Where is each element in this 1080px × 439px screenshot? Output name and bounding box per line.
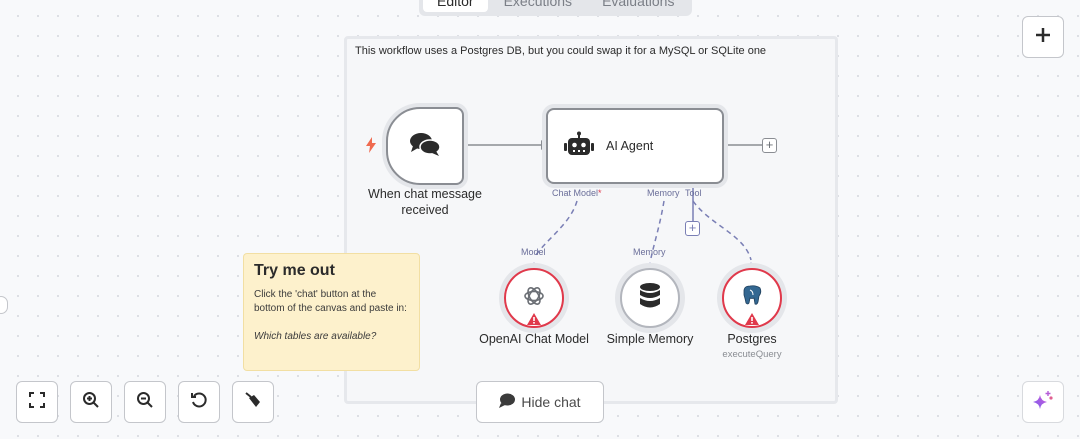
node-ai-agent[interactable]: AI Agent: [546, 108, 724, 184]
node-postgres-subtitle: executeQuery: [722, 349, 782, 360]
view-tabs: Editor Executions Evaluations: [419, 0, 693, 16]
sparkle-icon: [1032, 389, 1054, 416]
sticky-note-main[interactable]: This workflow uses a Postgres DB, but yo…: [344, 36, 838, 404]
required-marker: *: [598, 188, 602, 198]
robot-icon: [564, 131, 594, 162]
node-chat-trigger[interactable]: [386, 107, 464, 185]
chat-bubbles-icon: [409, 131, 441, 162]
reset-zoom-button[interactable]: [178, 381, 220, 423]
zoom-in-button[interactable]: [70, 381, 112, 423]
warning-icon: [745, 312, 759, 330]
chat-bubble-icon: [499, 393, 516, 411]
database-icon: [639, 282, 661, 314]
add-node-button[interactable]: [1022, 16, 1064, 58]
node-ai-agent-label: AI Agent: [606, 139, 654, 153]
sticky-try-example: Which tables are available?: [254, 331, 377, 342]
node-postgres[interactable]: [722, 268, 782, 328]
tab-executions[interactable]: Executions: [503, 0, 573, 9]
node-simple-memory[interactable]: [620, 268, 680, 328]
port-label-tool: Tool: [685, 188, 702, 198]
undo-arrow-icon: [190, 391, 208, 414]
port-label-memory: Memory: [647, 188, 680, 198]
fit-view-icon: [29, 391, 45, 413]
add-tool-button[interactable]: +: [685, 221, 700, 236]
port-label-memory-in: Memory: [633, 247, 666, 257]
port-label-chat-model: Chat Model*: [552, 188, 602, 198]
sticky-try-title: Try me out: [254, 262, 335, 279]
tab-editor[interactable]: Editor: [423, 0, 488, 12]
hide-chat-button[interactable]: Hide chat: [476, 381, 604, 423]
tidy-up-button[interactable]: [232, 381, 274, 423]
side-panel-toggle[interactable]: [0, 296, 8, 314]
add-next-node-button[interactable]: +: [762, 138, 777, 153]
broom-icon: [244, 391, 262, 414]
ai-assistant-button[interactable]: [1022, 381, 1064, 423]
warning-icon: [527, 312, 541, 330]
node-postgres-label: Postgres: [727, 332, 777, 346]
sticky-note-try-me-out[interactable]: Try me out Click the 'chat' button at th…: [243, 253, 420, 371]
sticky-note-text: This workflow uses a Postgres DB, but yo…: [355, 45, 767, 57]
node-chat-trigger-label: When chat message received: [368, 187, 482, 217]
node-simple-memory-label: Simple Memory: [606, 332, 694, 346]
trigger-bolt-icon: [366, 137, 376, 158]
plus-icon: [1035, 27, 1051, 48]
sticky-try-body: Click the 'chat' button at the bottom of…: [254, 289, 407, 314]
hide-chat-label: Hide chat: [521, 394, 581, 410]
port-label-chat-model-text: Chat Model: [552, 188, 599, 198]
postgres-elephant-icon: [741, 284, 763, 312]
fit-view-button[interactable]: [16, 381, 58, 423]
openai-icon: [522, 284, 546, 313]
tab-evaluations[interactable]: Evaluations: [602, 0, 675, 9]
zoom-out-icon: [136, 391, 154, 414]
zoom-in-icon: [82, 391, 100, 414]
zoom-out-button[interactable]: [124, 381, 166, 423]
node-openai-chat-model[interactable]: [504, 268, 564, 328]
node-openai-label: OpenAI Chat Model: [479, 332, 589, 346]
port-label-model-in: Model: [521, 247, 546, 257]
